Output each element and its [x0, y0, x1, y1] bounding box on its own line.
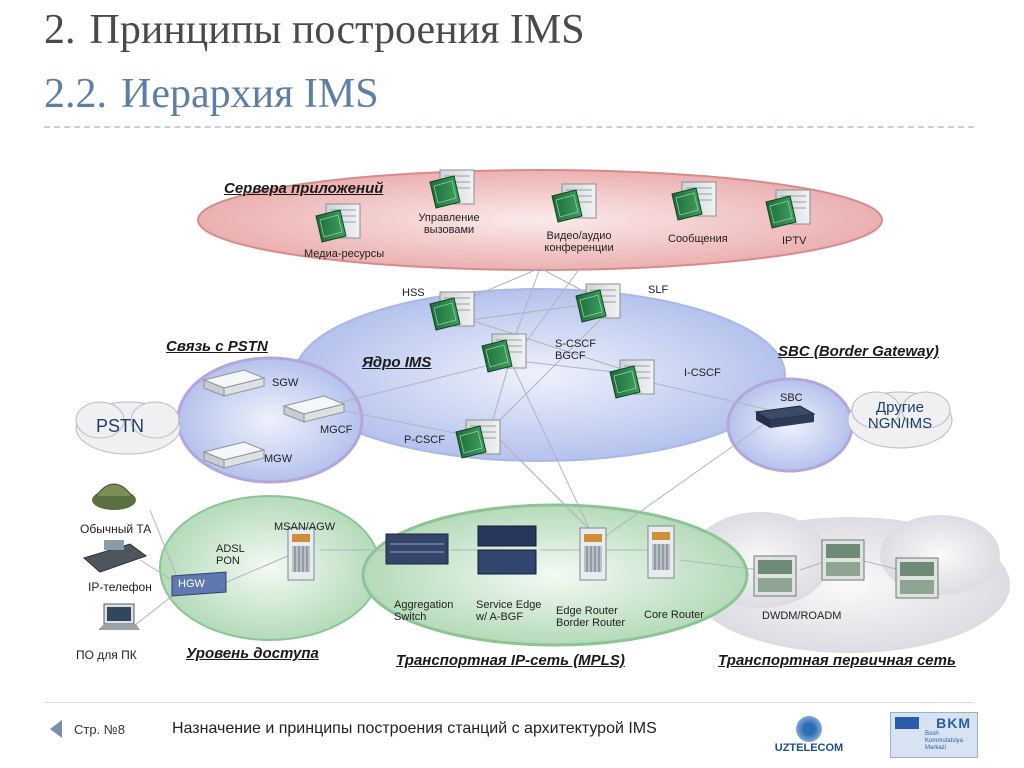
edge-router-icon — [579, 527, 607, 581]
dwdm-node-1-icon — [753, 555, 797, 597]
back-arrow-icon[interactable] — [50, 720, 62, 738]
ip-phone-label: IP-телефон — [88, 580, 152, 594]
uztelecom-logo: UZTELECOM — [764, 716, 854, 756]
access-level-heading: Уровень доступа — [186, 645, 319, 662]
page-title: 2. Принципы построения IMS — [44, 6, 585, 54]
iptv-label: IPTV — [782, 235, 807, 247]
sbc-device-icon — [754, 405, 816, 428]
analog-phone-icon — [92, 483, 136, 510]
hss-label: HSS — [402, 287, 425, 299]
subtitle-text: Иерархия IMS — [121, 71, 379, 117]
msan-rack-icon — [287, 527, 315, 581]
dwdm-label: DWDM/ROADM — [762, 610, 842, 622]
mgcf-label: MGCF — [320, 424, 353, 436]
slf-label: SLF — [648, 284, 669, 296]
bkm-logo: BKM Bosh Kommutatsiya Markazi — [890, 712, 978, 758]
service-edge-icon — [477, 525, 537, 575]
footer-divider — [44, 702, 974, 703]
page-number: Стр. №8 — [74, 722, 125, 737]
pstn-label: PSTN — [96, 416, 145, 436]
sbc-heading: SBC (Border Gateway) — [778, 343, 939, 360]
access-ellipse — [159, 495, 381, 641]
dwdm-node-2-icon — [821, 539, 865, 581]
msan-label: MSAN/AGW — [274, 521, 336, 533]
sgw-label: SGW — [272, 377, 299, 389]
sbc-label: SBC — [780, 392, 803, 404]
footer-caption: Назначение и принципы построения станций… — [172, 720, 657, 737]
page-subtitle: 2.2. Иерархия IMS — [44, 70, 379, 118]
dwdm-node-3-icon — [895, 557, 939, 599]
primary-transport-heading: Транспортная первичная сеть — [718, 652, 956, 669]
ip-transport-ellipse — [361, 503, 749, 647]
other-ngn-cloud — [847, 391, 953, 449]
aggregation-switch-icon — [385, 533, 449, 565]
core-router-icon — [647, 525, 675, 579]
pstn-cloud — [75, 401, 181, 455]
pstn-link-heading: Связь с PSTN — [166, 338, 268, 355]
subtitle-number: 2.2. — [44, 71, 107, 117]
pcscf-label: P-CSCF — [404, 434, 445, 446]
title-text: Принципы построения IMS — [89, 7, 585, 53]
pc-software-label: ПО для ПК — [76, 648, 137, 662]
pc-laptop-icon — [98, 603, 140, 630]
messages-label: Сообщения — [668, 233, 728, 245]
ip-phone-icon — [82, 540, 148, 573]
app-servers-heading: Сервера приложений — [224, 180, 384, 197]
title-divider — [44, 126, 974, 128]
hgw-device-icon — [171, 571, 227, 597]
icscf-label: I-CSCF — [684, 367, 721, 379]
core-router-label: Core Router — [644, 609, 704, 621]
ims-core-heading: Ядро IMS — [362, 354, 432, 371]
analog-phone-label: Обычный ТА — [80, 522, 152, 536]
title-number: 2. — [44, 7, 76, 53]
mgw-label: MGW — [264, 453, 293, 465]
uztelecom-logo-icon — [796, 716, 822, 742]
hgw-label: HGW — [178, 578, 205, 590]
media-resources-label: Медиа-ресурсы — [304, 248, 385, 260]
ip-transport-heading: Транспортная IP-сеть (MPLS) — [396, 652, 625, 669]
